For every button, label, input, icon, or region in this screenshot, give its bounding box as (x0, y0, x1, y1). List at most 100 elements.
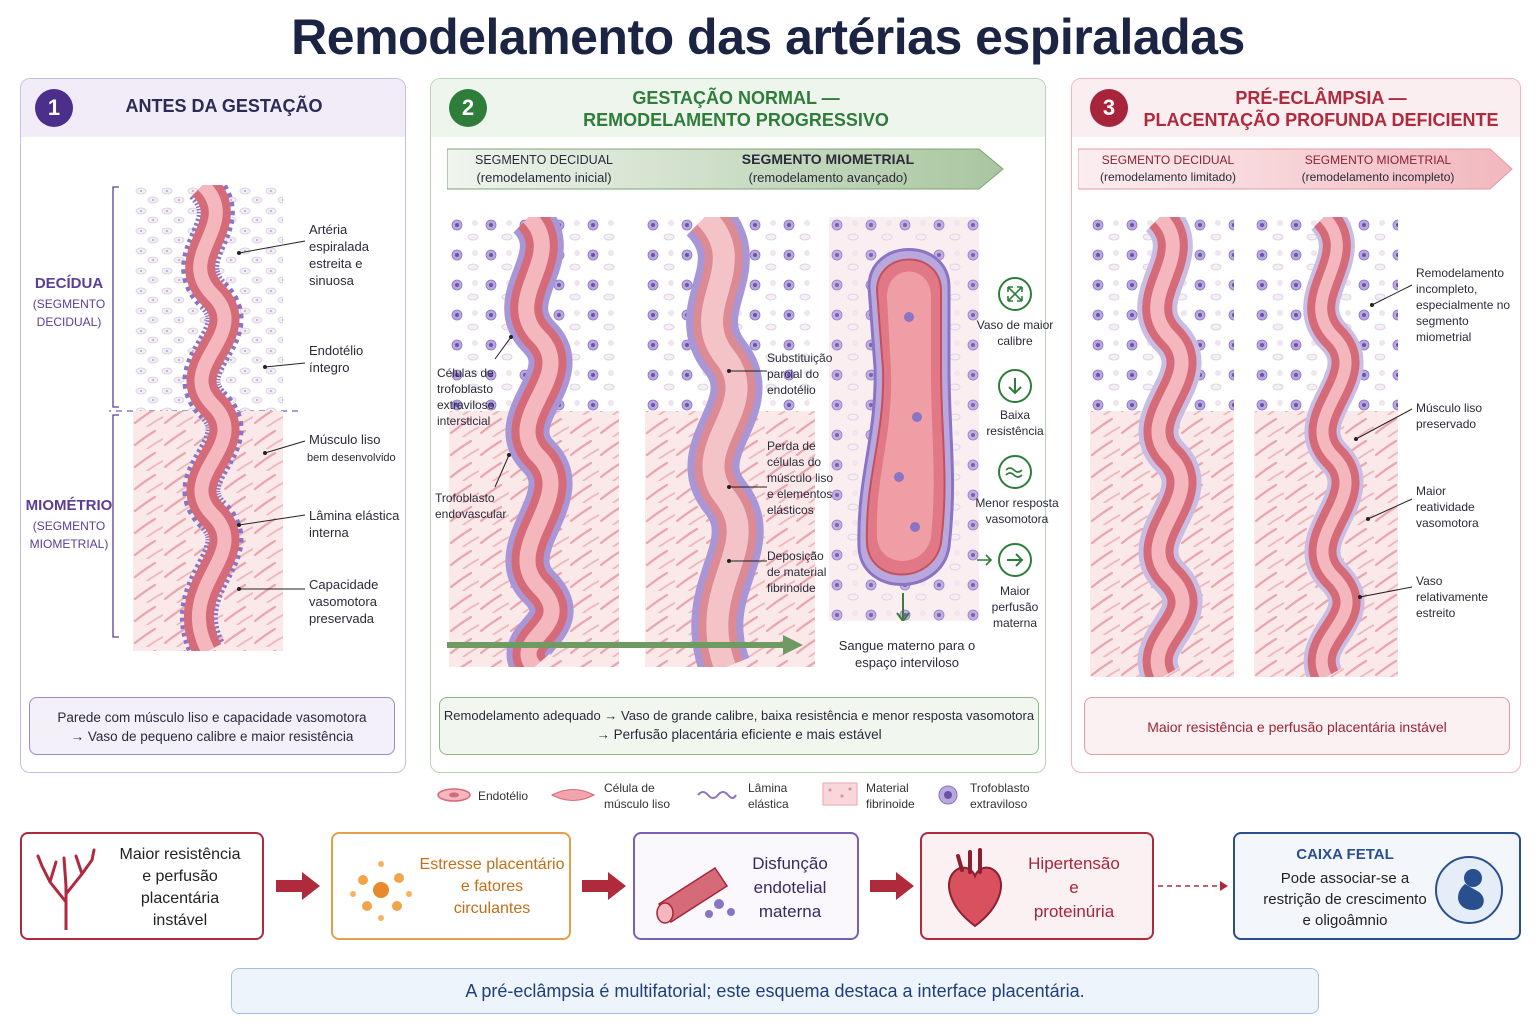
vessel-icon (656, 866, 735, 924)
leader-lines (1354, 284, 1413, 599)
panel1-summary: Parede com músculo liso e capacidade vas… (29, 697, 395, 755)
miometrio-label: MIOMÉTRIO (SEGMENTO MIOMETRIAL) (23, 497, 115, 553)
label-narrow-spiral-artery: Artéria espiralada estreita e sinuosa (309, 222, 369, 288)
panel-header (1072, 79, 1520, 137)
flow-line: instável (152, 912, 208, 929)
band-myometrial-sub: (remodelamento avançado) (748, 170, 908, 185)
band-myometrial-title: SEGMENTO MIOMETRIAL (741, 151, 915, 167)
label-internal-elastic-lamina: Lâmina elástica interna (309, 508, 400, 540)
segment-arrow-band (447, 148, 1004, 190)
dashed-arrow (1158, 881, 1228, 891)
flow-line: Maior resistência (119, 846, 241, 863)
flow-line: e perfusão (142, 868, 218, 885)
flow-text: Hipertensão e proteinúria (1012, 852, 1136, 924)
label-endothelium-replacement: Substituição parcial do endotélio (767, 351, 833, 397)
band-decidual-title: SEGMENTO DECIDUAL (1101, 153, 1235, 167)
wave-icon (998, 455, 1032, 489)
fetal-line: restrição de crescimento (1263, 891, 1427, 908)
fetal-box: CAIXA FETAL Pode associar-se a restrição… (1233, 832, 1521, 940)
icon-label-less-vasomotor: Menor resposta vasomotora (975, 496, 1059, 526)
band-decidual-sub: (remodelamento limitado) (1099, 170, 1237, 184)
flow-line: e (1069, 878, 1079, 897)
flow-arrow (582, 872, 626, 900)
summary-text: Maior resistência e perfusão placentária… (1147, 719, 1447, 735)
fibrinoid-material-icon (822, 782, 858, 806)
flow-line: endotelial (753, 878, 827, 897)
panel-heading: ANTES DA GESTAÇÃO (125, 96, 323, 116)
panel2-summary: Remodelamento adequado → Vaso de grande … (439, 697, 1039, 755)
expand-arrows-icon (998, 277, 1032, 311)
progression-arrow (447, 635, 803, 655)
vessel-tree-icon (36, 848, 96, 930)
label-well-developed: bem desenvolvido (307, 452, 396, 464)
flow-box-hypertension: Hipertensão e proteinúria (920, 832, 1154, 940)
segment-arrow-band (1078, 148, 1513, 190)
panel-heading-line2: REMODELAMENTO PROGRESSIVO (583, 110, 889, 130)
legend-label-endothelium: Endotélio (478, 789, 529, 803)
flow-line: Disfunção (752, 854, 828, 873)
footer-note: A pré-eclâmpsia é multifatorial; este es… (231, 968, 1319, 1014)
miometrio-title: MIOMÉTRIO (25, 497, 113, 514)
icon-label-low-resistance: Baixa resistência (986, 408, 1044, 438)
fetal-line: Pode associar-se a (1280, 870, 1410, 887)
label-intact-endothelium: Endotélio íntegro (309, 343, 364, 375)
footer-text: A pré-eclâmpsia é multifatorial; este es… (465, 981, 1085, 1001)
heart-icon (948, 848, 1002, 928)
endothelium-icon (437, 788, 471, 802)
step-number-badge: 3 (1090, 89, 1128, 127)
summary-line: → Vaso de pequeno calibre e maior resist… (70, 729, 354, 744)
label-narrow-vessel: Vaso relativamente estreito (1416, 574, 1489, 620)
decidua-label: DECÍDUA (SEGMENTO DECIDUAL) (27, 275, 111, 331)
label-fibrinoid-deposition: Deposição de material fibrinoide (767, 549, 827, 595)
fetal-box-text: Pode associar-se a restrição de crescime… (1239, 868, 1451, 931)
flow-box-placental-stress: Estresse placentário e fatores circulant… (331, 832, 571, 940)
legend-label-elastic-lamina: Lâmina elástica (748, 781, 789, 811)
miometrio-subtitle: (SEGMENTO MIOMETRIAL) (29, 519, 109, 551)
flow-box-endothelial-dysfunction: Disfunção endotelial materna (633, 832, 859, 940)
fetal-box-title: CAIXA FETAL (1296, 846, 1394, 863)
icon-label-greater-perfusion: Maior perfusão materna (991, 584, 1039, 630)
flow-arrow (870, 872, 914, 900)
band-myometrial-sub: (remodelamento incompleto) (1301, 170, 1455, 184)
arrow-right-icon (998, 543, 1032, 577)
arrow-down-icon (998, 369, 1032, 403)
label-vasomotor-reactivity: Maior reatividade vasomotora (1416, 484, 1479, 530)
decidua-subtitle: (SEGMENTO DECIDUAL) (32, 297, 106, 329)
flow-line: e fatores (460, 878, 524, 895)
label-incomplete-remodeling: Remodelamento incompleto, especialmente … (1416, 266, 1511, 344)
smooth-muscle-cell-icon (550, 789, 596, 801)
trophoblast-icon (938, 785, 958, 805)
step-number-badge: 2 (449, 89, 487, 127)
flow-text: Disfunção endotelial materna (735, 852, 845, 924)
artery-illustration-preeclampsia-decidual (1090, 217, 1234, 677)
panel-before-pregnancy: 1 ANTES DA GESTAÇÃO DECÍDUA (SEGMENTO DE… (20, 78, 406, 773)
label-interstitial-trophoblast: Células de trofoblasto extraviloso inter… (437, 366, 495, 428)
artery-illustration-before (133, 185, 283, 651)
summary-line: Parede com músculo liso e capacidade vas… (57, 710, 367, 725)
artery-illustration-preeclampsia-myometrial (1254, 217, 1398, 677)
flow-line: Estresse placentário (419, 856, 565, 873)
label-maternal-blood: Sangue materno para o espaço interviloso (838, 638, 976, 670)
flow-text: Maior resistência e perfusão placentária… (100, 844, 260, 932)
band-myometrial-title: SEGMENTO MIOMETRIAL (1304, 153, 1452, 167)
icon-label-larger-caliber: Vaso de maior calibre (976, 318, 1054, 348)
label-endovascular-trophoblast: Trofoblasto endovascular (435, 491, 507, 521)
artery-illustration-early-remodeling (449, 217, 619, 667)
flow-text: Estresse placentário e fatores circulant… (417, 854, 567, 920)
flow-line: proteinúria (1033, 902, 1115, 921)
band-decidual-title: SEGMENTO DECIDUAL (475, 153, 613, 167)
panel-normal-pregnancy: 2 GESTAÇÃO NORMAL — REMODELAMENTO PROGRE… (430, 78, 1059, 773)
label-vasomotor-capacity: Capacidade vasomotora preservada (309, 577, 379, 626)
flow-box-resistance: Maior resistência e perfusão placentária… (20, 832, 264, 940)
legend-label-smooth-muscle: Célula de músculo liso (604, 781, 671, 811)
panel-header (21, 79, 405, 137)
panel-preeclampsia: 3 PRÉ-ECLÂMPSIA — PLACENTAÇÃO PROFUNDA D… (1071, 78, 1521, 773)
legend-label-trophoblast: Trofoblasto extraviloso (970, 781, 1030, 811)
fetus-icon (1435, 856, 1503, 924)
flow-line: placentária (140, 890, 220, 907)
artery-illustration-advanced-remodeling (645, 217, 815, 667)
particles-icon (350, 861, 412, 921)
bracket-lines (109, 186, 299, 638)
panel-heading-line2: PLACENTAÇÃO PROFUNDA DEFICIENTE (1143, 110, 1499, 130)
label-smooth-muscle: Músculo liso (309, 432, 381, 447)
